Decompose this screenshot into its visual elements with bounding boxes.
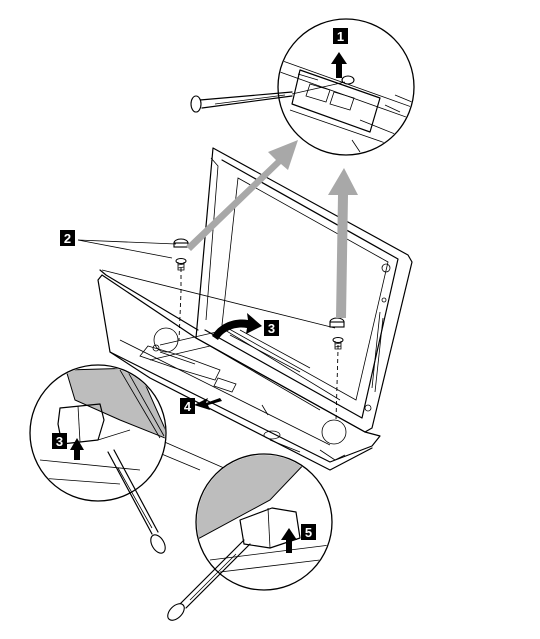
screw-hole-right [321,419,347,445]
screw-guide-left [178,268,182,341]
svg-text:3: 3 [56,434,63,449]
screwdriver-right [167,539,251,621]
keyboard-frame [99,269,199,331]
svg-text:5: 5 [305,525,312,540]
arrow-up-5 [281,528,297,553]
svg-text:2: 2 [64,231,71,246]
grey-arrow-right [328,168,358,318]
screw-left [175,258,187,271]
callout-4: 4 [180,398,195,414]
svg-text:4: 4 [184,399,192,414]
callout-1: 1 [333,28,348,44]
grey-arrow-left [186,140,298,251]
zoom-circle-left [29,364,167,502]
screwdriver-top [190,81,346,113]
arrow-up-1 [331,52,347,78]
push-arrow [194,398,222,410]
zoom-circle-right [195,453,333,591]
screw-top-left [173,238,189,248]
callout-5: 5 [301,524,316,540]
svg-text:3: 3 [268,321,275,336]
keyboard-bezel [139,344,237,393]
screwdriver-left [107,449,166,554]
screw-hole-left [153,327,179,353]
screw-right [332,337,344,350]
callout-3-left: 3 [52,433,67,449]
lift-arrow [212,313,262,340]
leader-2-a [77,239,177,245]
arrow-up-3-left [70,438,84,460]
callout-3-hinge: 3 [264,320,279,336]
screw-right-head [329,317,345,328]
callout-2: 2 [60,230,75,246]
leader-2-b [77,239,173,259]
screw-guide-right [335,338,339,421]
svg-text:1: 1 [337,29,344,44]
zoom-circle-top [277,18,415,156]
display-panel [195,147,413,433]
leader-3-hinge [101,269,336,329]
